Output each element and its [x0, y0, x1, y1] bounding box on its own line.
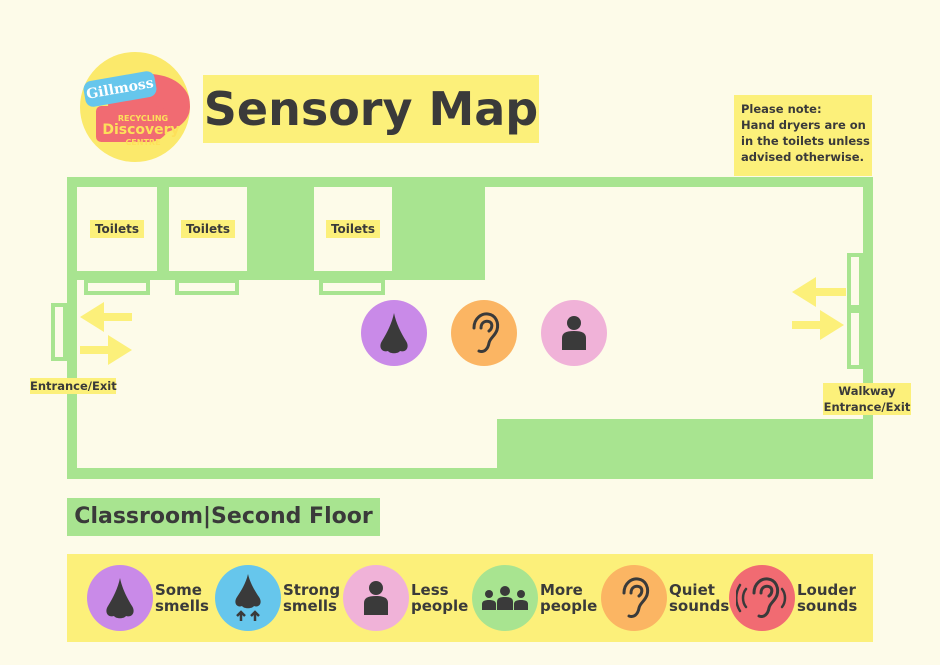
walkway-label-line: Entrance/Exit	[823, 400, 911, 414]
map-block	[497, 419, 863, 479]
toilet-room-2: Toilets	[169, 187, 247, 271]
toilet-room-1: Toilets	[77, 187, 157, 271]
room-label: Toilets	[90, 220, 144, 238]
page-title: Sensory Map	[203, 75, 539, 143]
room-label: Toilets	[326, 220, 380, 238]
toilet-door	[175, 279, 239, 295]
logo-line2: Discovery	[102, 122, 180, 138]
logo-line1: RECYCLING	[117, 114, 169, 123]
nose-icon	[87, 565, 153, 631]
arrow-right-icon	[792, 310, 846, 340]
note-line: in the toilets unless	[741, 134, 870, 148]
room-label: Toilets	[181, 220, 235, 238]
walkway-door-upper	[847, 253, 863, 309]
logo: Gillmoss RECYCLING Discovery CENTRE	[80, 52, 190, 162]
person-icon	[541, 300, 607, 366]
arrow-left-icon	[80, 302, 134, 332]
arrow-right-icon	[80, 335, 134, 365]
ear-icon	[451, 300, 517, 366]
loud-ear-icon	[729, 565, 795, 631]
note-box: Please note: Hand dryers are on in the t…	[734, 95, 872, 176]
logo-line3: CENTRE	[125, 138, 161, 147]
group-icon	[472, 565, 538, 631]
walkway-label-line: Walkway	[838, 384, 896, 398]
person-icon	[343, 565, 409, 631]
floor-label: Classroom|Second Floor	[67, 498, 380, 536]
walkway-label: Walkway Entrance/Exit	[823, 383, 911, 415]
toilet-door	[84, 279, 150, 295]
ear-icon	[601, 565, 667, 631]
nose-icon	[361, 300, 427, 366]
entrance-label-left: Entrance/Exit	[30, 378, 117, 394]
note-line: Please note:	[741, 102, 822, 116]
note-line: Hand dryers are on	[741, 118, 866, 132]
toilet-door	[319, 279, 385, 295]
note-line: advised otherwise.	[741, 150, 864, 164]
map-interior-top	[485, 187, 863, 287]
walkway-door-lower	[847, 309, 863, 369]
toilet-room-3: Toilets	[314, 187, 392, 271]
entrance-door-left	[51, 303, 67, 361]
arrow-left-icon	[792, 277, 846, 307]
nose-arrows-icon	[215, 565, 281, 631]
